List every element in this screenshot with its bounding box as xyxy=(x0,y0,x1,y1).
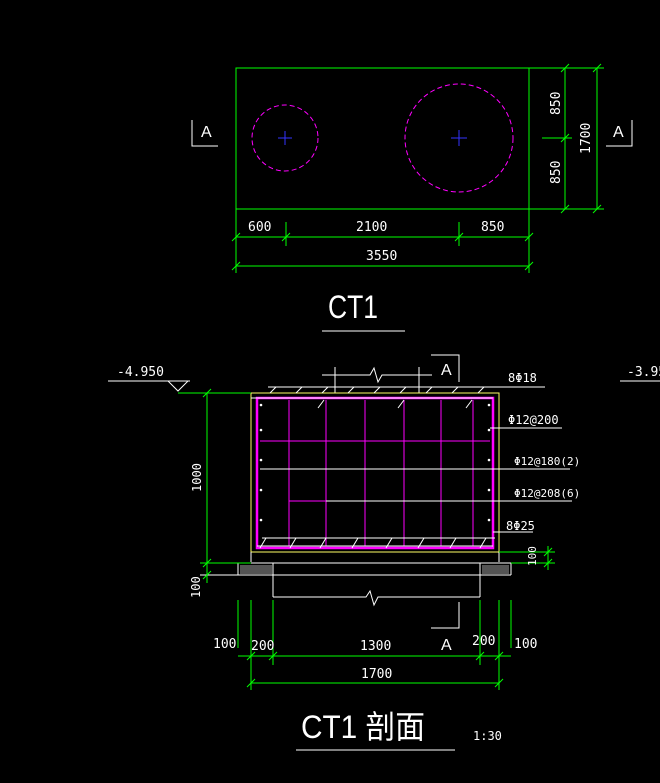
top-bars xyxy=(251,386,495,409)
rebar-label-tie: Φ12@208(6) xyxy=(514,487,580,500)
column-stub xyxy=(322,366,432,393)
center-mark-right xyxy=(451,130,467,146)
pile-break-line xyxy=(273,589,480,607)
bedding-layer xyxy=(200,562,512,597)
elevation-left: -4.950 xyxy=(117,365,164,380)
section-dim-1700: 1700 xyxy=(361,667,392,682)
section-mark-bottom xyxy=(431,602,460,629)
rebar-leaders xyxy=(260,386,572,533)
section-mark-left xyxy=(191,120,218,147)
cap-outline-plan xyxy=(235,67,530,210)
bed-dim-right: 100 xyxy=(526,546,539,566)
rebar-label-top: 8Φ18 xyxy=(508,371,537,385)
section-dim-lines-bottom xyxy=(237,600,512,690)
plan-dim-850-top: 850 xyxy=(549,92,564,115)
height-dim-lines xyxy=(178,388,251,583)
plan-dim-850: 850 xyxy=(481,220,504,235)
section-dim-100-left: 100 xyxy=(213,637,236,652)
elevation-right: -3.95 xyxy=(627,365,660,380)
plan-view: A A 600 2100 850 3550 xyxy=(191,63,633,332)
side-bar-dots xyxy=(259,403,491,522)
bedding-hatch-right xyxy=(482,565,509,574)
cap-outline-section xyxy=(250,392,500,553)
pile-circle-left xyxy=(251,104,319,172)
bed-dim-right-lines xyxy=(499,546,555,570)
section-dim-100-right: 100 xyxy=(514,637,537,652)
plan-dim-1700: 1700 xyxy=(579,123,594,154)
section-scale: 1:30 xyxy=(473,729,502,743)
section-mark-left-label: A xyxy=(201,124,212,141)
section-mark-bottom-label: A xyxy=(441,637,452,654)
section-title: CT1 剖面 xyxy=(301,709,425,745)
section-mark-top-label: A xyxy=(441,362,452,379)
plan-dim-3550: 3550 xyxy=(366,249,397,264)
section-mark-right xyxy=(606,120,633,147)
section-mark-top xyxy=(431,354,460,382)
section-dim-200-right: 200 xyxy=(472,634,495,649)
plan-dim-850-bottom: 850 xyxy=(549,161,564,184)
plan-dim-lines-right xyxy=(529,63,604,214)
plan-title: CT1 xyxy=(328,289,378,325)
height-dim-1000: 1000 xyxy=(190,463,204,492)
bed-dim-left: 100 xyxy=(189,576,203,598)
section-mark-right-label: A xyxy=(613,124,624,141)
rebar-label-side: Φ12@200 xyxy=(508,413,559,427)
elevation-left-symbol xyxy=(166,380,190,392)
plan-dim-600: 600 xyxy=(248,220,271,235)
section-dim-1300: 1300 xyxy=(360,639,391,654)
pile-circle-right xyxy=(404,83,514,193)
center-mark-left xyxy=(278,131,292,145)
plan-dim-lines-bottom xyxy=(231,209,534,273)
bedding-hatch-left xyxy=(240,565,272,574)
bottom-bars xyxy=(257,537,495,549)
rebar-label-bottom: 8Φ25 xyxy=(506,519,535,533)
rebar-cage xyxy=(255,396,495,550)
section-dim-200-left: 200 xyxy=(251,639,274,654)
section-view: -4.950 -3.95 A xyxy=(108,354,660,751)
rebar-label-stirrup: Φ12@180(2) xyxy=(514,455,580,468)
plan-dim-2100: 2100 xyxy=(356,220,387,235)
